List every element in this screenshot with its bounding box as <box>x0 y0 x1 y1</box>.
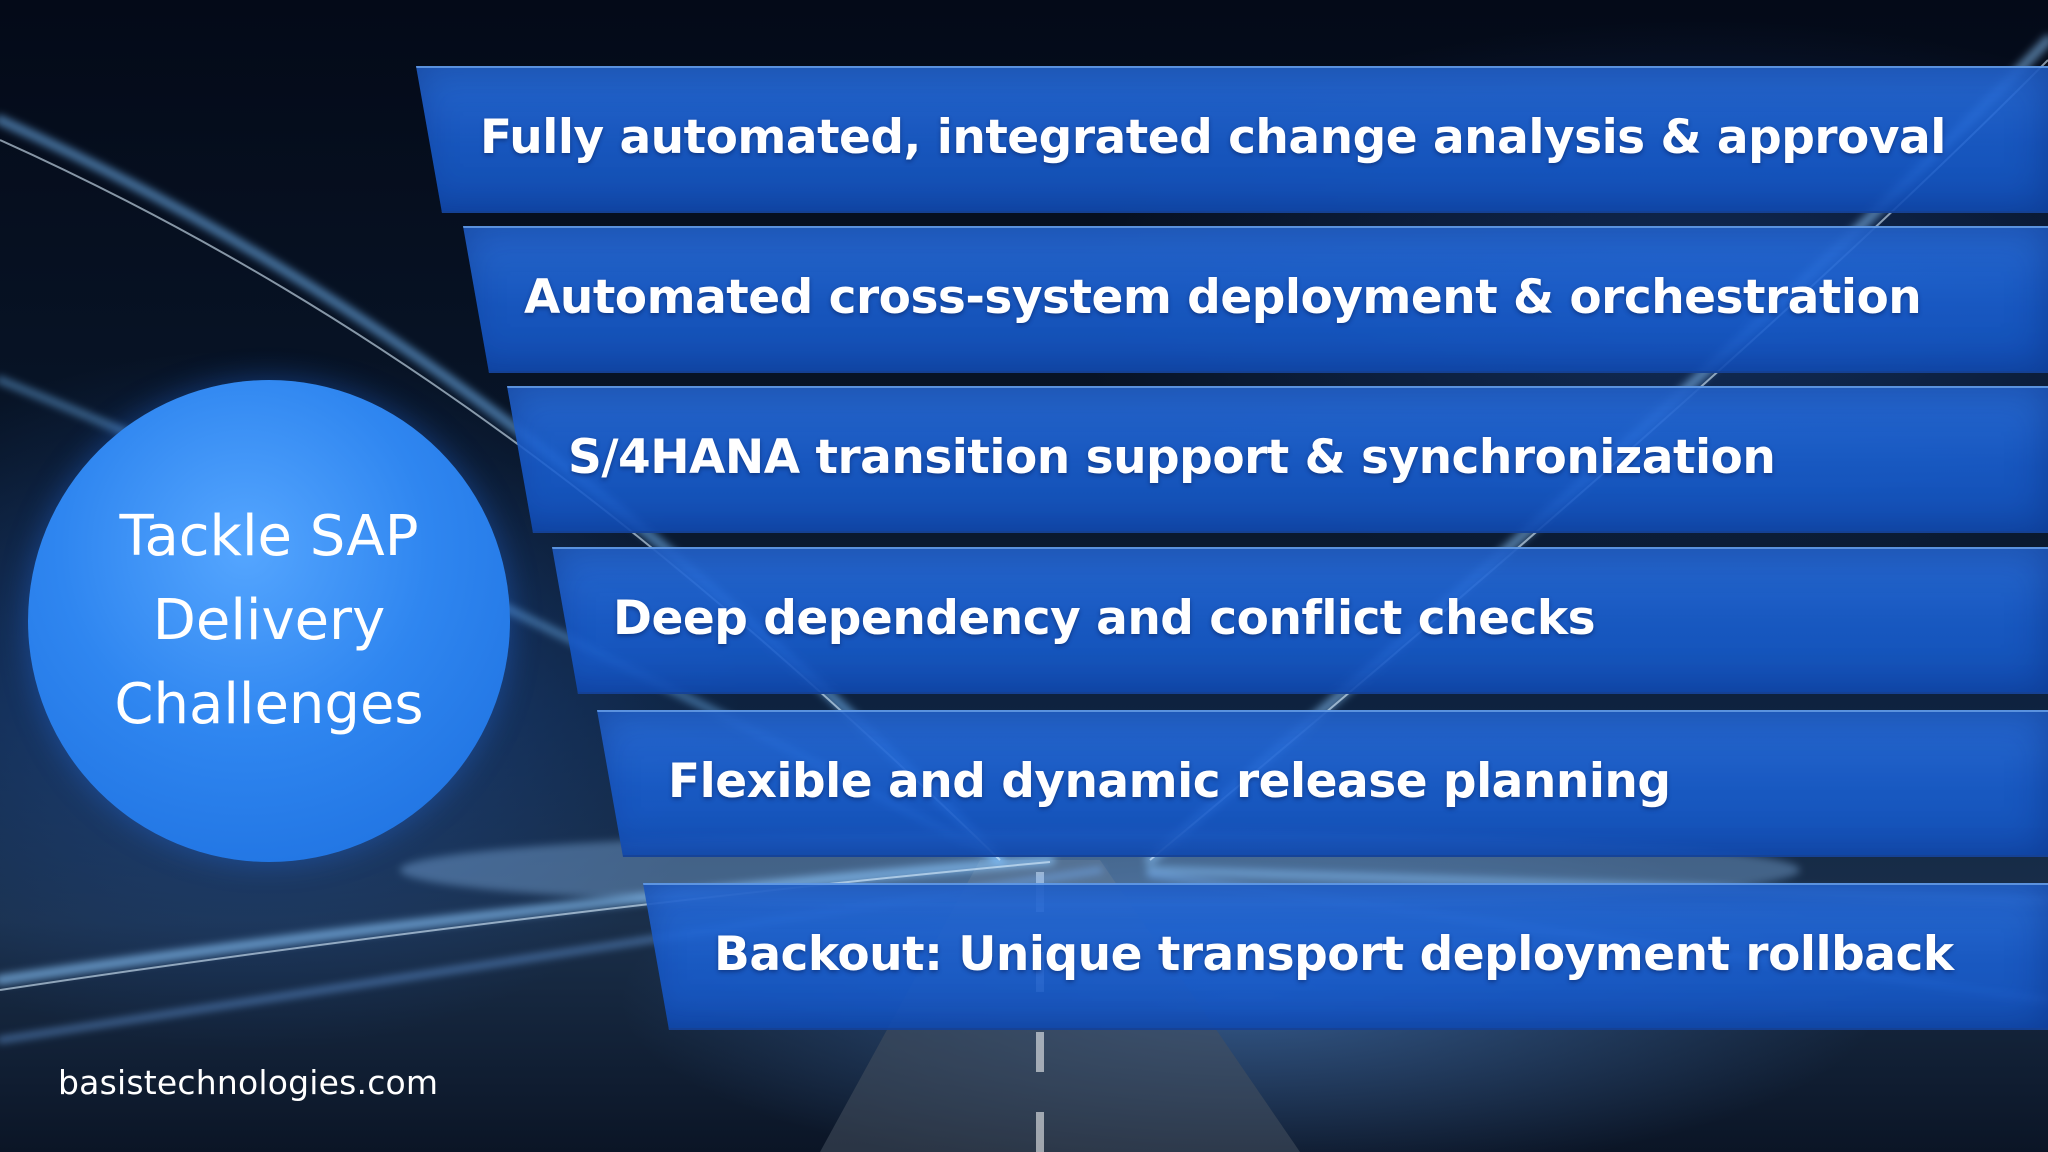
band-label: Automated cross-system deployment & orch… <box>524 270 1922 325</box>
circle-title: Tackle SAP Delivery Challenges <box>114 504 424 737</box>
band-label: S/4HANA transition support & synchroniza… <box>568 430 1776 485</box>
band-shape <box>416 66 2048 213</box>
band-label: Fully automated, integrated change analy… <box>480 110 1946 165</box>
band-s4hana-transition: S/4HANA transition support & synchroniza… <box>0 386 2048 533</box>
footer-website: basistechnologies.com <box>58 1063 439 1102</box>
band-label: Deep dependency and conflict checks <box>613 591 1596 646</box>
band-deployment-orchestration: Automated cross-system deployment & orch… <box>0 226 2048 373</box>
band-shape <box>507 386 2048 533</box>
band-shape <box>643 883 2048 1030</box>
band-dependency-checks: Deep dependency and conflict checks <box>0 547 2048 694</box>
band-backout-rollback: Backout: Unique transport deployment rol… <box>0 883 2048 1030</box>
band-shape <box>552 547 2048 694</box>
band-release-planning: Flexible and dynamic release planning <box>0 710 2048 857</box>
band-change-analysis: Fully automated, integrated change analy… <box>0 66 2048 213</box>
band-shape <box>463 226 2048 373</box>
band-shape <box>597 710 2048 857</box>
title-circle: Tackle SAP Delivery Challenges <box>28 380 510 862</box>
band-label: Backout: Unique transport deployment rol… <box>714 927 1954 982</box>
band-label: Flexible and dynamic release planning <box>668 754 1671 809</box>
